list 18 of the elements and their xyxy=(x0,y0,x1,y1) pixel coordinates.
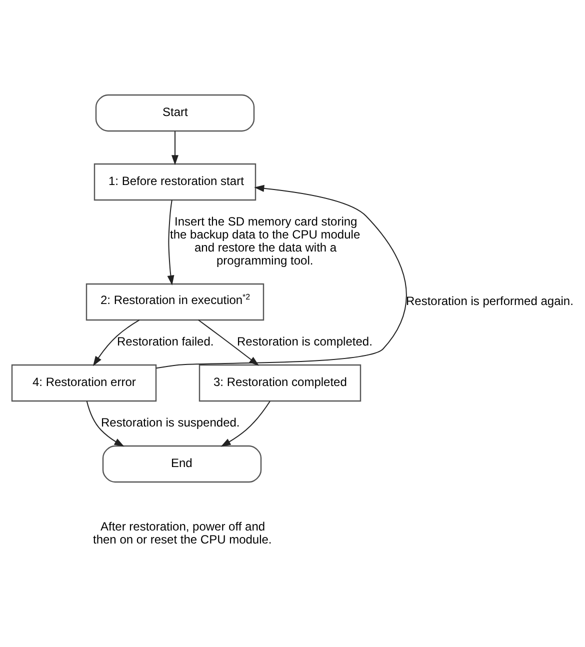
arrow xyxy=(172,130,178,165)
edge-label: Restoration is suspended. xyxy=(101,415,240,430)
edge-label: Restoration failed. xyxy=(117,334,214,348)
node-box: 4: Restoration error xyxy=(11,364,157,402)
edge-label: Restoration is completed. xyxy=(237,334,372,348)
node-label: After restoration, power off and then on or reset the CPU module. xyxy=(93,519,272,546)
node-box: 2: Restoration in execution$^{*2}$ xyxy=(86,282,264,320)
node-box: 1: Before restoration start xyxy=(94,162,256,200)
edge-label: Restoration is performed again. xyxy=(406,294,574,308)
node-box: Start xyxy=(95,94,255,132)
node-box: 3: Restoration completed xyxy=(198,364,362,402)
arrow xyxy=(156,184,407,368)
node-box: End xyxy=(102,444,262,482)
arrow xyxy=(92,319,140,366)
edge-label: Insert the SD memory card storing the backup data to the CPU module and restore the data with a programming tool. xyxy=(170,214,360,268)
arrow xyxy=(167,199,174,285)
arrow xyxy=(86,400,124,446)
arrow xyxy=(220,400,270,446)
